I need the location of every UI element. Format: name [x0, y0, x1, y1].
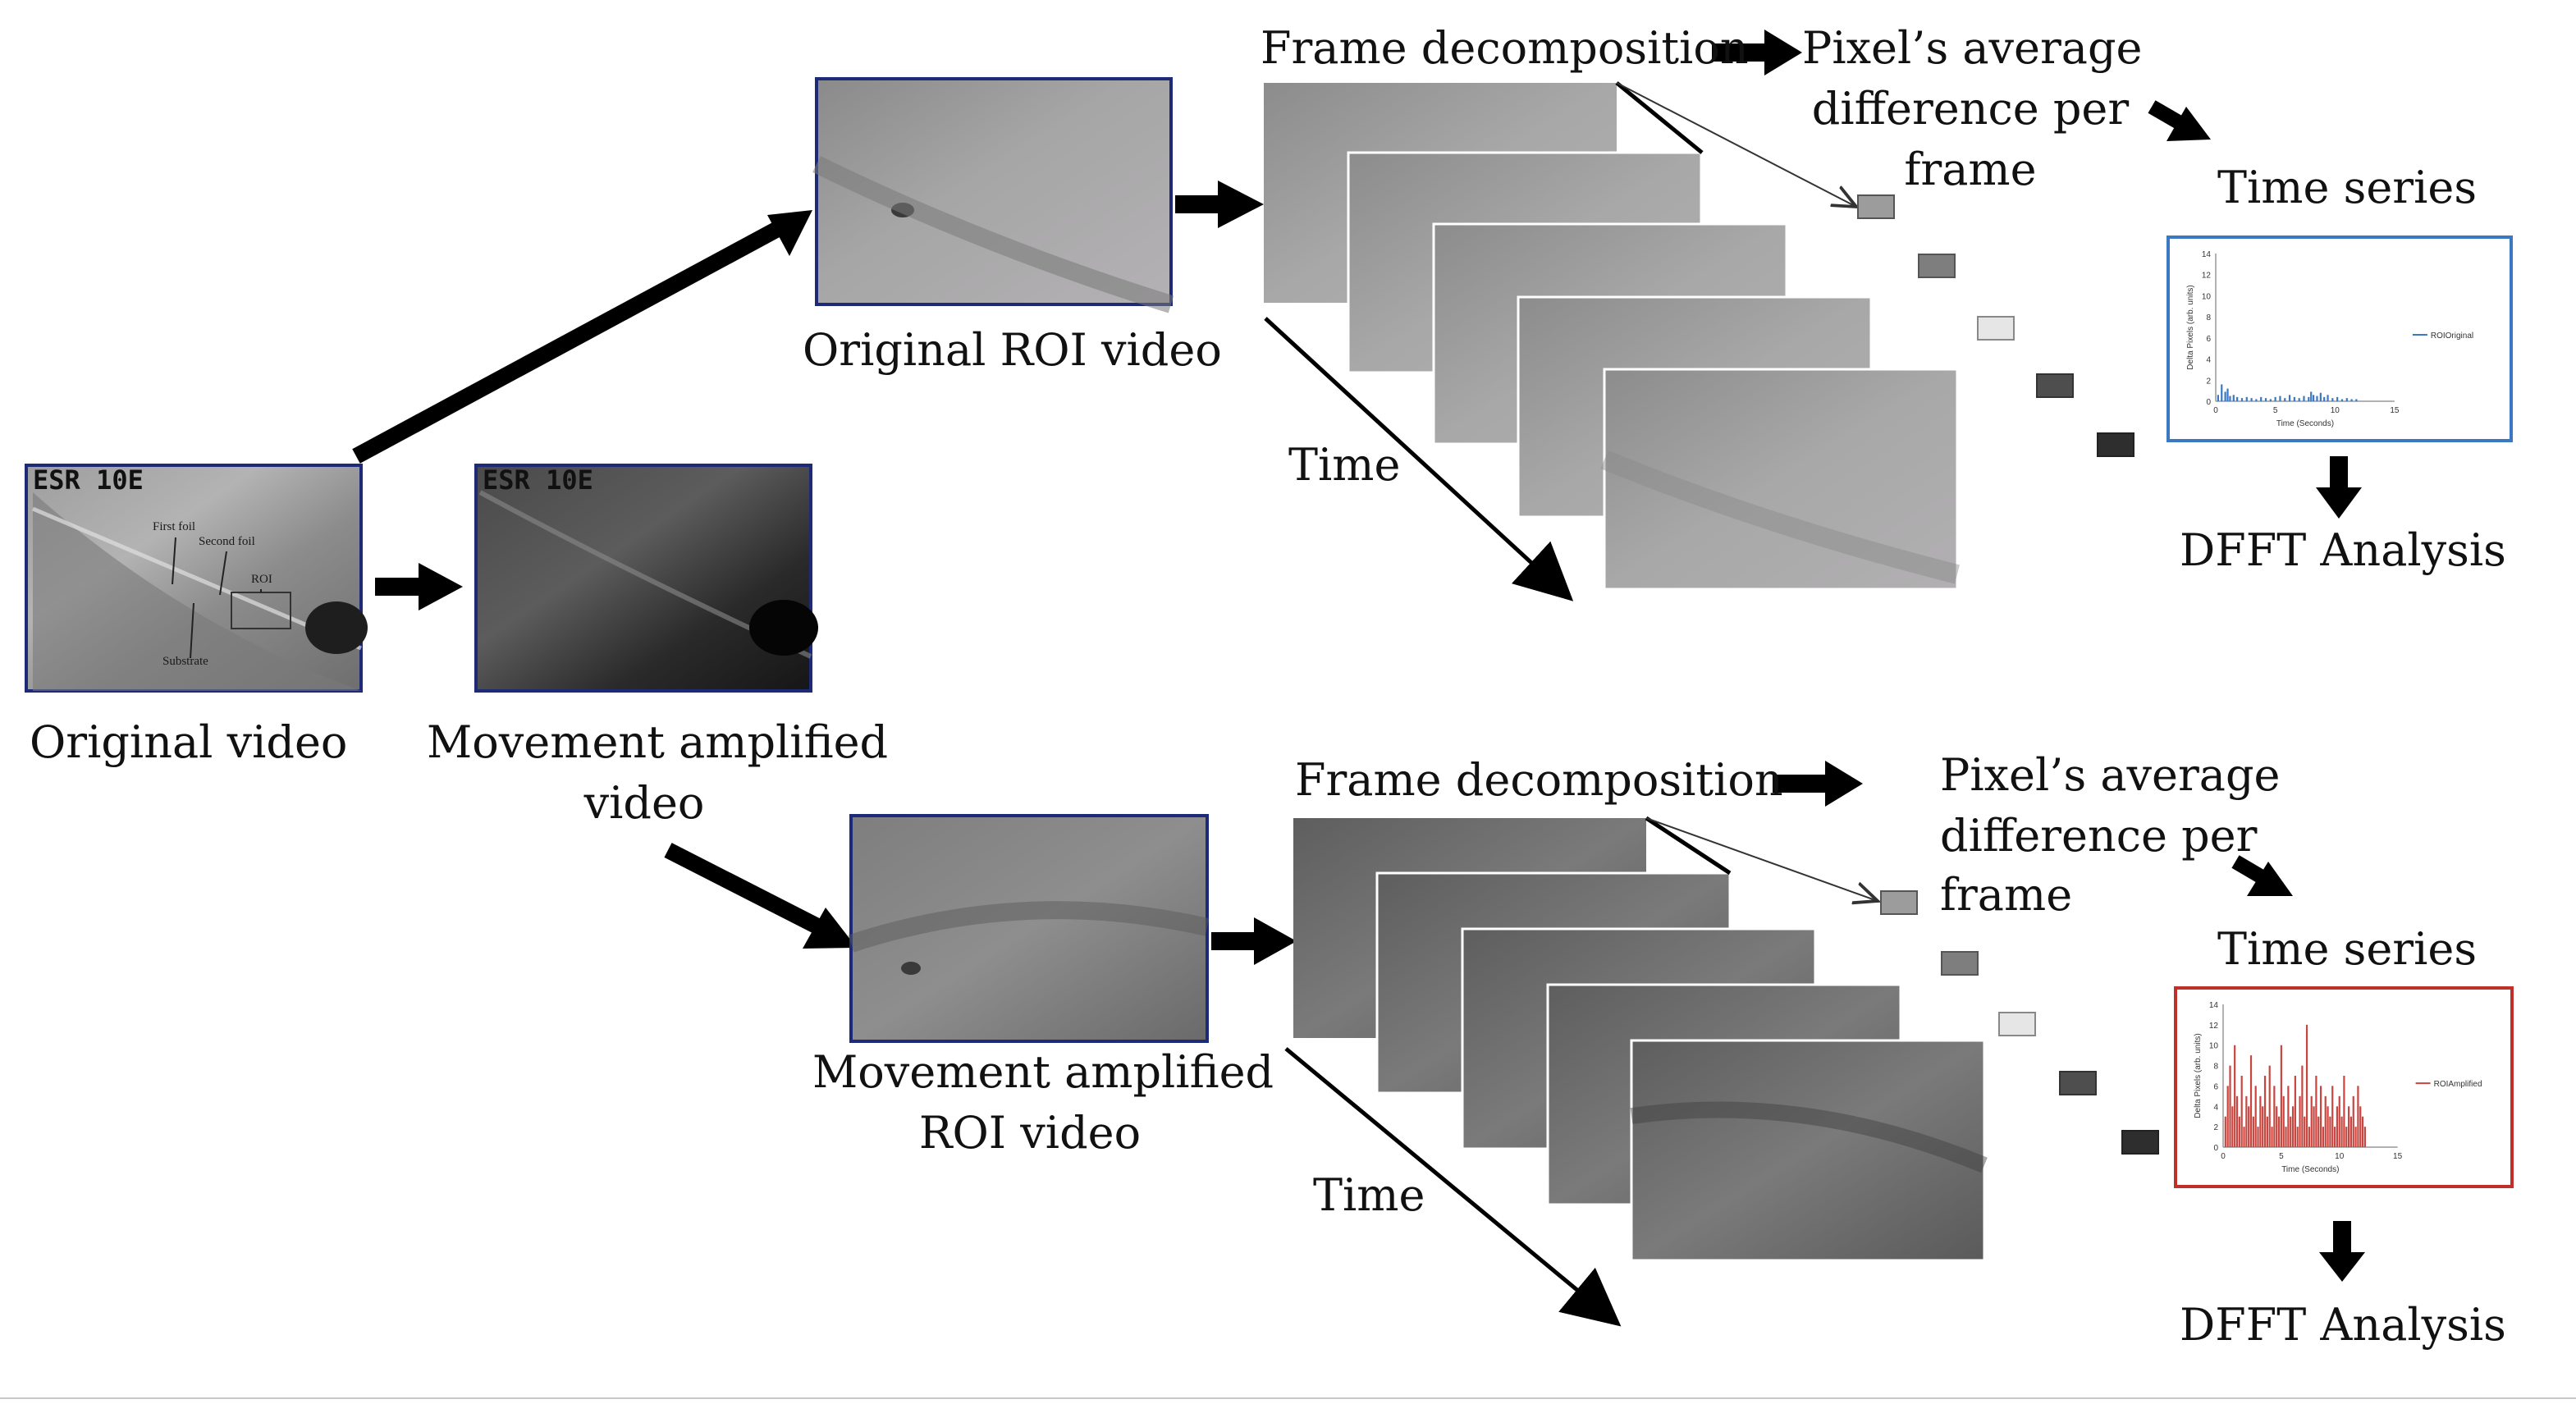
frame-decomposition-arrow-top: [1712, 30, 1802, 75]
amplified-video-thumbnail: [474, 464, 818, 693]
x-tick-label: 0: [2213, 406, 2218, 415]
y-tick-label: 2: [2213, 1123, 2218, 1132]
pixel-difference-label-bottom-line1: Pixel’s average: [1940, 749, 2281, 801]
x-axis-label: Time (Seconds): [2276, 419, 2334, 428]
pointer-lines-top: [1615, 81, 1856, 207]
arrow-original-to-amplified: [375, 563, 463, 610]
time-series-to-dfft-arrow-top: [2316, 456, 2362, 519]
pixel-difference-label-top-line2: difference per: [1811, 83, 2130, 135]
time-arrow-top: [1264, 317, 1574, 601]
y-tick-label: 10: [2202, 292, 2212, 301]
original-video-label: Original video: [30, 716, 348, 768]
x-tick-label: 15: [2393, 1152, 2403, 1161]
x-tick-label: 0: [2221, 1152, 2226, 1161]
time-label-top: Time: [1288, 439, 1401, 491]
pixel-difference-label-top-line3: frame: [1904, 144, 2037, 195]
time-series-label-bottom: Time series: [2217, 923, 2478, 975]
annotation-first-foil: First foil: [153, 520, 196, 533]
y-tick-label: 4: [2206, 356, 2211, 365]
y-tick-label: 4: [2213, 1103, 2218, 1112]
frame-decomposition-arrow-bottom: [1773, 761, 1863, 807]
y-tick-label: 12: [2209, 1022, 2219, 1031]
y-tick-label: 8: [2213, 1063, 2218, 1072]
pixel-to-time-series-arrow-bottom: [2231, 855, 2293, 896]
y-tick-label: 10: [2209, 1042, 2219, 1051]
time-series-label-top: Time series: [2217, 162, 2478, 213]
amplified-roi-video-label-line1: Movement amplified: [812, 1046, 1274, 1098]
y-axis-label: Delta Pixels (arb. units): [2186, 285, 2195, 369]
annotation-substrate: Substrate: [162, 655, 208, 668]
pixel-squares-top: [1857, 194, 2134, 457]
overlay-text-original: ESR 10E: [33, 464, 144, 496]
x-axis-label: Time (Seconds): [2281, 1165, 2339, 1174]
original-video-thumbnail: [25, 464, 368, 693]
pixel-difference-label-bottom-line3: frame: [1940, 869, 2073, 921]
amplified-roi-video-label-line2: ROI video: [918, 1107, 1142, 1159]
overlay-text-amplified: ESR 10E: [483, 464, 593, 496]
time-series-to-dfft-arrow-bottom: [2319, 1221, 2365, 1282]
pixel-difference-label-bottom-line2: difference per: [1940, 810, 2258, 862]
dfft-analysis-label-bottom: DFFT Analysis: [2180, 1299, 2506, 1351]
original-roi-video-thumbnail: [812, 77, 1174, 313]
y-tick-label: 0: [2213, 1144, 2218, 1153]
arrow-roi-to-frames-bottom: [1211, 917, 1297, 965]
pixel-difference-label-top-line1: Pixel’s average: [1802, 22, 2143, 74]
dfft-analysis-label-top: DFFT Analysis: [2180, 524, 2506, 576]
x-tick-label: 10: [2331, 406, 2340, 415]
annotation-second-foil: Second foil: [199, 535, 255, 548]
x-tick-label: 5: [2279, 1152, 2284, 1161]
y-tick-label: 2: [2206, 377, 2211, 386]
legend-label: ROIOriginal: [2431, 332, 2473, 341]
time-arrow-bottom: [1284, 1047, 1622, 1327]
pixel-to-time-series-arrow-top: [2148, 100, 2211, 141]
bottom-divider: [0, 1397, 2576, 1399]
y-tick-label: 0: [2206, 398, 2211, 407]
annotation-roi: ROI: [251, 573, 272, 586]
amplified-video-label-line2: video: [583, 777, 705, 829]
frame-stack-top: [1264, 83, 1960, 591]
pixel-squares-bottom: [1880, 890, 2159, 1155]
y-axis-label: Delta Pixels (arb. units): [2194, 1033, 2203, 1118]
pointer-lines-bottom: [1645, 816, 1878, 901]
arrow-amplified-to-roi: [664, 843, 857, 949]
frame-decomposition-label-bottom: Frame decomposition: [1295, 754, 1783, 806]
frame-stack-bottom: [1293, 818, 1988, 1262]
y-tick-label: 12: [2202, 272, 2212, 281]
legend-label: ROIAmplified: [2434, 1080, 2482, 1089]
amplified-roi-video-thumbnail: [848, 814, 1210, 1043]
y-tick-label: 8: [2206, 313, 2211, 322]
y-tick-label: 6: [2213, 1082, 2218, 1091]
y-tick-label: 6: [2206, 335, 2211, 344]
original-roi-video-label: Original ROI video: [803, 324, 1222, 376]
x-tick-label: 10: [2335, 1152, 2345, 1161]
frame-decomposition-label-top: Frame decomposition: [1261, 22, 1749, 74]
x-tick-label: 15: [2390, 406, 2400, 415]
arrow-roi-to-frames-top: [1175, 181, 1264, 228]
amplified-video-label-line1: Movement amplified: [427, 716, 889, 768]
y-tick-label: 14: [2209, 1001, 2219, 1010]
arrow-original-to-roi: [352, 210, 812, 464]
y-tick-label: 14: [2202, 250, 2212, 259]
time-label-bottom: Time: [1313, 1169, 1425, 1221]
x-tick-label: 5: [2273, 406, 2278, 415]
